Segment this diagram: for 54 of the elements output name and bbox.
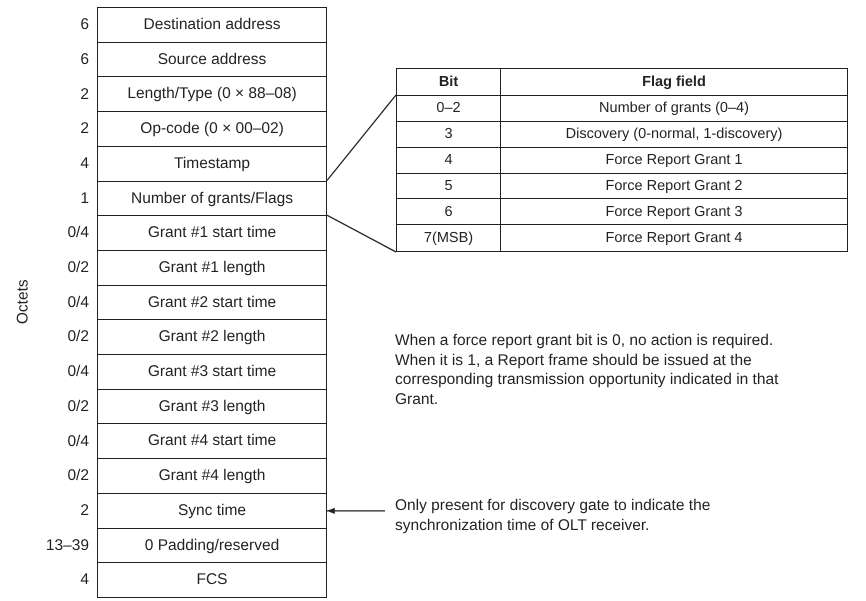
frame-field: Grant #1 length	[97, 250, 327, 286]
zoom-line	[326, 214, 396, 253]
octet-count: 0/2	[66, 328, 89, 346]
table-cell: 6	[397, 199, 501, 226]
frame-field: Timestamp	[97, 146, 327, 182]
frame-field: Grant #1 start time	[97, 215, 327, 252]
note-text: Only present for discovery gate to indicate the synchronization time of OLT receiver.	[395, 496, 795, 536]
column-header: Flag field	[501, 69, 847, 96]
column-header: Bit	[397, 69, 501, 96]
octet-count: 0/4	[66, 224, 89, 242]
frame-field: Destination address	[97, 7, 327, 44]
table-cell: 3	[397, 122, 501, 148]
octet-count: 0/2	[66, 259, 89, 277]
table-cell: 0–2	[397, 96, 501, 122]
octet-count: 4	[79, 154, 89, 173]
frame-field: Sync time	[97, 492, 327, 529]
octet-count: 4	[79, 571, 89, 590]
frame-field: Length/Type (0 × 88–08)	[97, 76, 327, 113]
octet-count: 2	[79, 120, 89, 138]
octet-count: 0/4	[66, 363, 89, 382]
frame-field: Grant #2 start time	[97, 284, 327, 321]
frame-field: Grant #4 start time	[97, 423, 327, 460]
octet-count: 6	[79, 16, 89, 34]
table-cell: 7(MSB)	[397, 225, 501, 251]
table-cell: Discovery (0-normal, 1-discovery)	[501, 122, 847, 148]
frame-field: Grant #3 start time	[97, 354, 327, 390]
frame-field: Op-code (0 × 00–02)	[97, 111, 327, 148]
frame-field: FCS	[97, 562, 327, 598]
table-cell: 4	[397, 148, 501, 174]
octet-count: 2	[79, 86, 89, 104]
axis-title: Octets	[13, 278, 32, 326]
flag-table	[396, 68, 848, 252]
table-cell: Force Report Grant 3	[501, 199, 847, 226]
note-text: When a force report grant bit is 0, no action is required. When it is 1, a Report frame should be issued at the corresponding transmission opportunity indicated in that Grant.	[395, 331, 780, 409]
octet-count: 0/2	[66, 467, 89, 486]
table-cell: Number of grants (0–4)	[501, 96, 847, 122]
frame-field: Grant #4 length	[97, 458, 327, 494]
octet-count: 0/4	[66, 432, 89, 450]
table-cell: 5	[397, 174, 501, 200]
octet-count: 2	[79, 502, 89, 520]
frame-field: 0 Padding/reserved	[97, 528, 327, 564]
zoom-line	[326, 94, 396, 181]
table-cell: Force Report Grant 2	[501, 174, 847, 200]
frame-field: Number of grants/Flags	[97, 180, 327, 217]
octet-count: 13–39	[44, 536, 89, 555]
table-cell-text: Force Report Grant 4	[604, 229, 744, 248]
octet-count: 1	[79, 190, 89, 208]
table-cell: Force Report Grant 1	[501, 148, 847, 174]
frame-field: Grant #2 length	[97, 319, 327, 356]
octet-count: 0/2	[66, 398, 89, 416]
octet-count: 6	[79, 50, 89, 69]
arrow	[327, 508, 385, 514]
frame-field: Grant #3 length	[97, 388, 327, 425]
frame-field: Source address	[97, 42, 327, 78]
